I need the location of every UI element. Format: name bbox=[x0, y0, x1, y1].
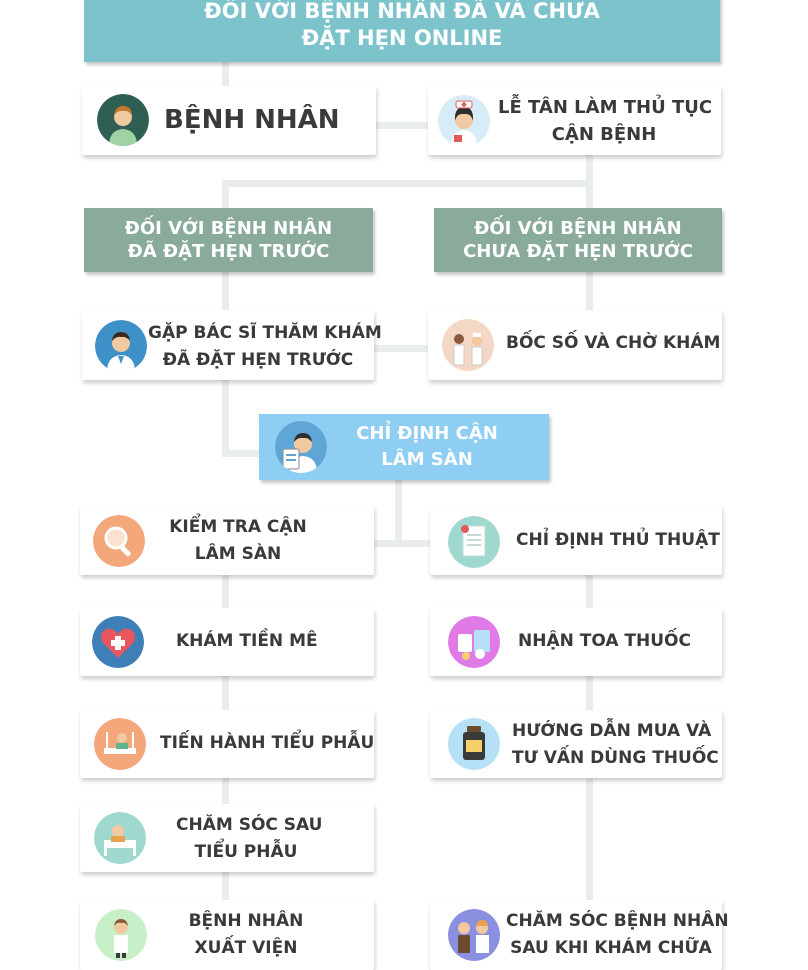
connector bbox=[222, 60, 229, 88]
node-label: KHÁM TIỀN MÊ bbox=[176, 628, 318, 655]
connector bbox=[222, 180, 229, 210]
connector bbox=[374, 540, 432, 547]
node-line: TIỂU PHẪU bbox=[194, 842, 298, 862]
node-label: CHỈ ĐỊNH THỦ THUẬT bbox=[516, 527, 720, 554]
connector bbox=[222, 676, 229, 712]
header-line: ĐÃ ĐẶT HẸN TRƯỚC bbox=[127, 241, 330, 262]
node-clinical-test: KIỂM TRA CẬN LÂM SÀN bbox=[80, 506, 374, 575]
node-line: BỆNH NHÂN bbox=[188, 911, 304, 931]
medical-staff-icon bbox=[442, 319, 494, 371]
node-post-surgery: CHĂM SÓC SAU TIỂU PHẪU bbox=[80, 804, 374, 872]
node-reception: LỄ TÂN LÀM THỦ TỤC CẬN BỆNH bbox=[428, 86, 721, 155]
node-line: TIẾN HÀNH TIỂU PHẪU bbox=[160, 733, 375, 753]
node-label: CHĂM SÓC SAU TIỂU PHẪU bbox=[176, 812, 323, 866]
patient-icon bbox=[97, 94, 149, 146]
node-prescription: NHẬN TOA THUỐC bbox=[430, 608, 722, 676]
doctor-icon bbox=[95, 320, 147, 372]
header-line: CHƯA ĐẶT HẸN TRƯỚC bbox=[463, 241, 693, 262]
node-line: ĐÃ ĐẶT HẸN TRƯỚC bbox=[162, 350, 354, 370]
node-clinical-order: CHỈ ĐỊNH CẬN LÂM SÀN bbox=[259, 414, 549, 480]
node-label: KIỂM TRA CẬN LÂM SÀN bbox=[166, 514, 310, 568]
connector bbox=[586, 575, 593, 610]
doctor-clipboard-icon bbox=[275, 421, 327, 473]
node-line: HƯỚNG DẪN MUA VÀ bbox=[512, 721, 712, 741]
connector bbox=[222, 378, 229, 456]
node-label: HƯỚNG DẪN MUA VÀ TƯ VẤN DÙNG THUỐC bbox=[512, 718, 719, 772]
connector bbox=[586, 778, 593, 902]
connector bbox=[374, 345, 430, 352]
node-line: KHÁM TIỀN MÊ bbox=[176, 631, 318, 651]
node-procedure-order: CHỈ ĐỊNH THỦ THUẬT bbox=[430, 506, 722, 575]
magnifier-icon bbox=[93, 515, 145, 567]
node-minor-surgery: TIẾN HÀNH TIỂU PHẪU bbox=[80, 710, 374, 778]
node-line: TƯ VẤN DÙNG THUỐC bbox=[512, 748, 719, 768]
header-line: ĐỐI VỚI BỆNH NHÂN bbox=[124, 217, 333, 239]
medicine-bottle-icon bbox=[448, 718, 500, 770]
node-aftercare: CHĂM SÓC BỆNH NHÂN SAU KHI KHÁM CHỮA bbox=[430, 900, 729, 970]
node-line: CHĂM SÓC SAU bbox=[176, 815, 323, 835]
connector bbox=[586, 272, 593, 312]
node-buy-guidance: HƯỚNG DẪN MUA VÀ TƯ VẤN DÙNG THUỐC bbox=[430, 710, 722, 778]
node-label: BỆNH NHÂN bbox=[164, 103, 340, 137]
node-line: CHỈ ĐỊNH THỦ THUẬT bbox=[516, 530, 720, 550]
hospital-bed-icon bbox=[94, 812, 146, 864]
node-line: XUẤT VIỆN bbox=[194, 938, 298, 958]
node-line: LỄ TÂN LÀM THỦ TỤC bbox=[498, 97, 713, 118]
node-label: TIẾN HÀNH TIỂU PHẪU bbox=[160, 730, 375, 757]
connector bbox=[222, 778, 229, 806]
surgery-icon bbox=[94, 718, 146, 770]
node-line: CHỈ ĐỊNH CẬN bbox=[356, 423, 498, 444]
connector bbox=[222, 870, 229, 902]
title-line: ĐẶT HẸN ONLINE bbox=[301, 26, 503, 50]
document-icon bbox=[448, 516, 500, 568]
heart-icon bbox=[92, 616, 144, 668]
medicine-icon bbox=[448, 616, 500, 668]
connector bbox=[222, 272, 229, 312]
node-label: LỄ TÂN LÀM THỦ TỤC CẬN BỆNH bbox=[498, 94, 713, 148]
node-line: LÂM SÀN bbox=[381, 449, 473, 470]
node-discharge: BỆNH NHÂN XUẤT VIỆN bbox=[80, 900, 374, 970]
header-line: ĐỐI VỚI BỆNH NHÂN bbox=[474, 217, 682, 239]
node-line: BỆNH NHÂN bbox=[164, 105, 340, 135]
title-line: ĐỐI VỚI BỆNH NHÂN ĐÃ VÀ CHƯA bbox=[204, 0, 600, 23]
node-label: BỐC SỐ VÀ CHỜ KHÁM bbox=[506, 330, 721, 357]
node-line: GẶP BÁC SĨ THĂM KHÁM bbox=[148, 323, 382, 343]
connector bbox=[222, 180, 593, 187]
node-label: NHẬN TOA THUỐC bbox=[518, 628, 691, 655]
node-label: GẶP BÁC SĨ THĂM KHÁM ĐÃ ĐẶT HẸN TRƯỚC bbox=[148, 320, 382, 374]
connector bbox=[222, 575, 229, 610]
node-anesthesia: KHÁM TIỀN MÊ bbox=[80, 608, 374, 676]
node-label: BỆNH NHÂN XUẤT VIỆN bbox=[184, 908, 308, 962]
title-banner: ĐỐI VỚI BỆNH NHÂN ĐÃ VÀ CHƯA ĐẶT HẸN ONL… bbox=[84, 0, 720, 62]
doctor-patient-icon bbox=[448, 909, 500, 961]
node-label: CHĂM SÓC BỆNH NHÂN SAU KHI KHÁM CHỮA bbox=[506, 908, 729, 962]
section-header-booked: ĐỐI VỚI BỆNH NHÂN ĐÃ ĐẶT HẸN TRƯỚC bbox=[84, 208, 373, 272]
discharged-patient-icon bbox=[95, 909, 147, 961]
connector bbox=[376, 122, 428, 129]
node-line: LÂM SÀN bbox=[194, 544, 282, 564]
node-line: CẬN BỆNH bbox=[551, 124, 657, 145]
node-patient: BỆNH NHÂN bbox=[82, 86, 376, 155]
node-line: BỐC SỐ VÀ CHỜ KHÁM bbox=[506, 333, 721, 353]
node-meet-doctor: GẶP BÁC SĨ THĂM KHÁM ĐÃ ĐẶT HẸN TRƯỚC bbox=[82, 310, 382, 380]
nurse-icon bbox=[438, 95, 490, 147]
node-line: KIỂM TRA CẬN bbox=[169, 517, 307, 537]
connector bbox=[586, 676, 593, 712]
node-take-number: BỐC SỐ VÀ CHỜ KHÁM bbox=[428, 310, 722, 380]
node-line: CHĂM SÓC BỆNH NHÂN bbox=[506, 911, 729, 931]
connector bbox=[395, 480, 402, 542]
section-header-unbooked: ĐỐI VỚI BỆNH NHÂN CHƯA ĐẶT HẸN TRƯỚC bbox=[434, 208, 722, 272]
connector bbox=[222, 450, 260, 457]
node-line: SAU KHI KHÁM CHỮA bbox=[510, 938, 712, 958]
node-line: NHẬN TOA THUỐC bbox=[518, 631, 691, 651]
